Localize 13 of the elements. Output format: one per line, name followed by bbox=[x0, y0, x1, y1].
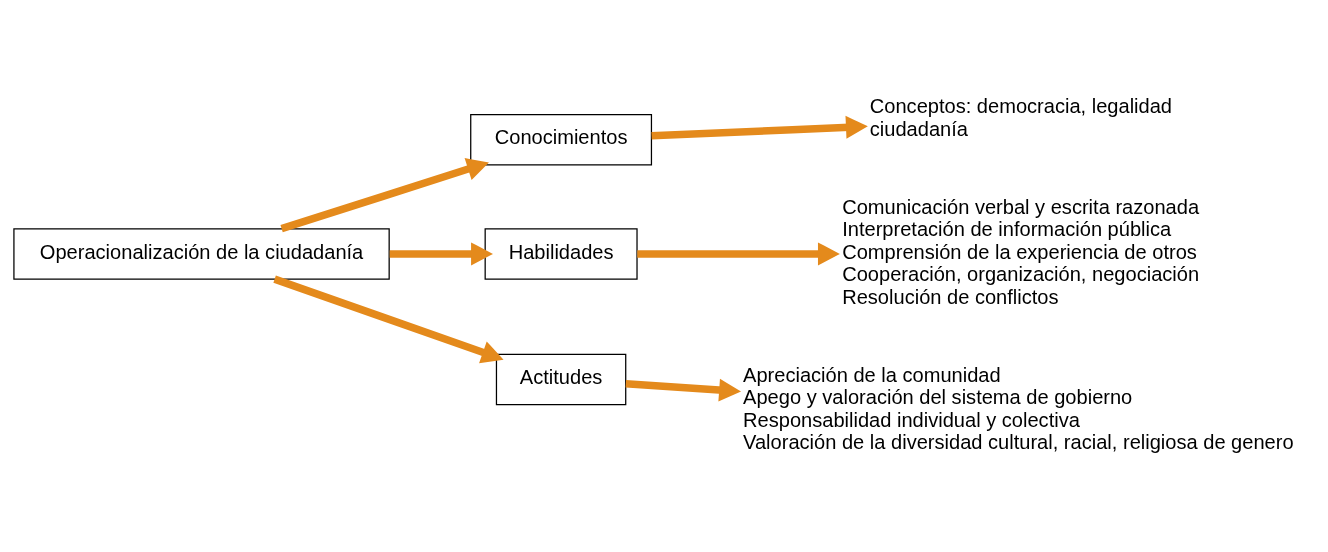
arrow bbox=[389, 241, 493, 265]
node-box: Actitudes bbox=[495, 353, 627, 405]
node-box: Operacionalización de la ciudadanía bbox=[13, 227, 390, 280]
arrow bbox=[280, 157, 489, 232]
node-text: Apreciación de la comunidad Apego y valoración del sistema de gobierno Responsabilidad individual y colectiva Valoración de la diversidad cultural, racial, religiosa de genero bbox=[743, 363, 1294, 453]
arrow bbox=[273, 275, 504, 363]
node-text: Conceptos: democracia, legalidad ciudadanía bbox=[869, 94, 1173, 140]
node-box: Habilidades bbox=[484, 227, 638, 280]
node-text: Comunicación verbal y escrita razonada Interpretación de información pública Comprensión de la experiencia de otros Cooperación, organización, negociación Resolución de conflictos bbox=[842, 195, 1200, 308]
arrow bbox=[651, 115, 868, 140]
arrow bbox=[637, 241, 840, 265]
node-box: Conocimientos bbox=[470, 113, 653, 165]
arrow bbox=[625, 378, 742, 402]
